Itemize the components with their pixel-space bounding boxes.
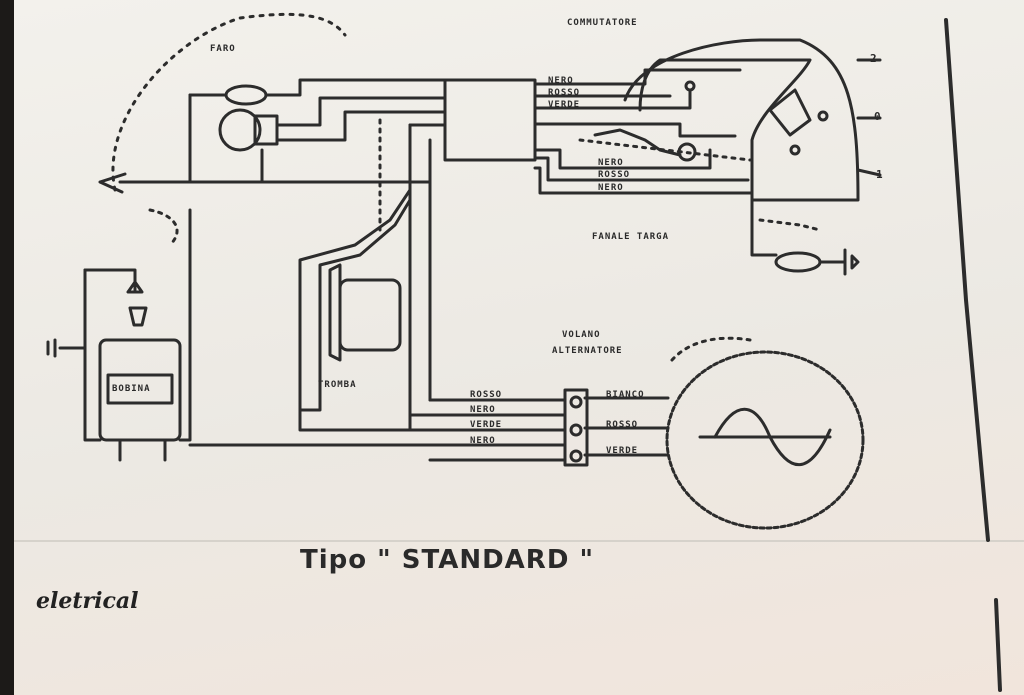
commutatore-label: COMMUTATORE <box>567 18 638 28</box>
alternatore-dotted-arc <box>670 336 752 362</box>
bobina-ground-icon <box>46 338 87 358</box>
bobina-cap <box>128 306 148 327</box>
sheet-border-line-lower <box>994 598 1002 692</box>
wire-color-label: NERO <box>470 436 496 446</box>
page-title: Tipo " STANDARD " <box>300 545 594 575</box>
wire-color-label: NERO <box>548 76 574 86</box>
tromba-label: TROMBA <box>318 380 357 390</box>
terminal-2-label: 2 <box>870 52 878 65</box>
faro-lamp-large-icon <box>218 108 262 152</box>
bobina-label: BOBINA <box>112 384 151 394</box>
tromba-body <box>338 278 402 352</box>
wire-color-label: ROSSO <box>606 420 639 430</box>
wire-color-label: VERDE <box>548 100 581 110</box>
volano-label: VOLANO <box>562 330 601 340</box>
commutatore-switch-lamp-icon <box>677 142 697 162</box>
paper-sheet <box>14 0 1024 695</box>
wire-color-label: VERDE <box>470 420 503 430</box>
wire-color-label: ROSSO <box>598 170 631 180</box>
faro-arrow-icon <box>98 172 127 194</box>
wire-color-label: NERO <box>598 183 624 193</box>
fanale-targa-lamp-icon <box>774 251 822 273</box>
fanale-targa-ground-icon <box>843 248 860 276</box>
tromba-housing <box>298 188 412 412</box>
wire-color-label: ROSSO <box>470 390 503 400</box>
terminal-screw-icon <box>569 395 583 409</box>
commutatore-dotted-link <box>578 138 752 162</box>
bobina-dotted-arc <box>148 208 179 247</box>
faro-lamp-small-icon <box>224 84 268 106</box>
fanale-targa-label: FANALE TARGA <box>592 232 670 242</box>
wire-color-label: VERDE <box>606 446 639 456</box>
terminal-screw-icon <box>569 449 583 463</box>
paper-fold-line <box>14 540 1024 542</box>
terminal-0-label: 0 <box>874 110 882 123</box>
commutatore-contact-icon <box>789 144 801 156</box>
wire-color-label: ROSSO <box>548 88 581 98</box>
alternatore-circle <box>665 350 865 530</box>
alternatore-terminal-block <box>563 388 589 467</box>
commutatore-contact-icon <box>817 110 829 122</box>
alternatore-sine-icon <box>698 407 832 467</box>
bobina-body <box>98 338 182 442</box>
bobina-label-box <box>106 373 174 405</box>
faro-label: FARO <box>210 44 236 54</box>
commutatore-arm <box>768 88 812 137</box>
terminal-1-label: 1 <box>876 168 884 181</box>
commutatore-contact-icon <box>684 80 696 92</box>
brand-logo-text: eletrical <box>36 588 139 614</box>
tromba-horn-icon <box>328 263 342 362</box>
faro-dotted-arc <box>111 12 347 192</box>
wire-color-label: NERO <box>470 405 496 415</box>
wire-color-label: NERO <box>598 158 624 168</box>
faro-lamp-socket <box>253 114 279 146</box>
commutatore-switch-lamp <box>593 128 682 157</box>
sheet-border-line <box>944 18 990 542</box>
junction-block <box>443 78 537 162</box>
terminal-screw-icon <box>569 423 583 437</box>
alternatore-label: ALTERNATORE <box>552 346 623 356</box>
commutatore-body <box>623 38 860 202</box>
fanale-targa-dotted <box>758 218 822 232</box>
wire-color-label: BIANCO <box>606 390 645 400</box>
bobina-ground-wire <box>83 268 137 292</box>
bobina-terminal-arrow-icon <box>126 280 144 294</box>
